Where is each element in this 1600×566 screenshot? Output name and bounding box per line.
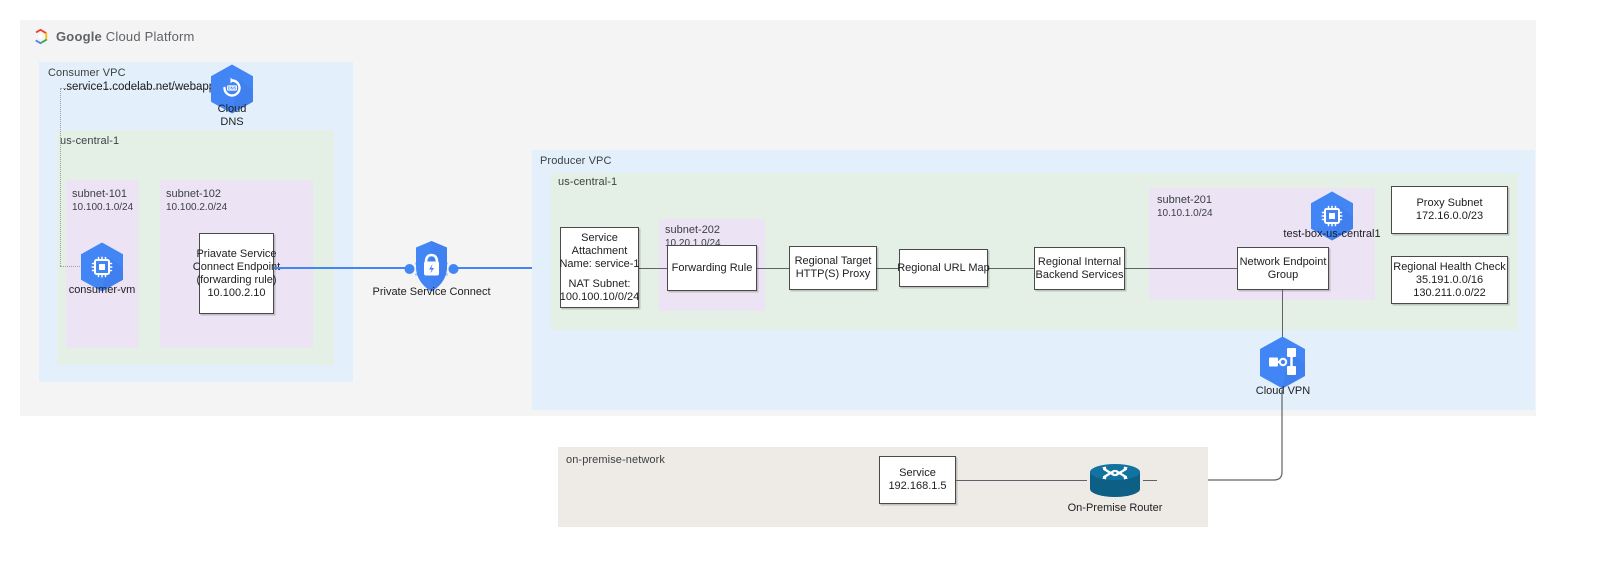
private-service-connect-caption: Private Service Connect [372, 286, 491, 298]
health-check-line2: 35.191.0.0/16 [1415, 273, 1484, 286]
onprem-service-line1: Service [899, 467, 936, 479]
health-check-line1: Regional Health Check [1393, 260, 1506, 273]
on-premise-service-node: Service 192.168.1.5 [879, 456, 956, 504]
svg-text:DNS: DNS [228, 86, 237, 91]
network-endpoint-group-node: Network Endpoint Group [1237, 247, 1329, 290]
psc-connection-line-left [274, 267, 409, 269]
psc-endpoint-line1: Priavate Service [196, 247, 277, 260]
subnet-102-cidr: 10.100.2.0/24 [166, 202, 228, 213]
subnet-202-label: subnet-202 10.20.1.0/24 [665, 224, 721, 250]
psc-endpoint-line2: Connect Endpoint [192, 260, 281, 273]
brand-text: Google Cloud Platform [56, 29, 195, 44]
regional-url-map-node: Regional URL Map [897, 249, 990, 287]
test-box-caption: test-box-us-central1 [1283, 228, 1381, 240]
private-service-connect-icon [403, 238, 460, 296]
subnet-202-name: subnet-202 [665, 224, 721, 236]
line-neg-to-cloud-vpn [1282, 290, 1283, 338]
subnet-201-label: subnet-201 10.10.1.0/24 [1157, 194, 1213, 220]
service-attachment-line1: Service [581, 231, 618, 244]
line-service-to-router [956, 480, 1087, 481]
regional-target-https-proxy-node: Regional Target HTTP(S) Proxy [789, 246, 877, 290]
dns-resolution-path-to-vm [60, 266, 82, 267]
backend-services-line1: Regional Internal [1037, 255, 1122, 268]
service-attachment-line2: Attachment [571, 244, 628, 257]
producer-vpc-label: Producer VPC [540, 155, 612, 167]
url-map-line1: Regional URL Map [897, 261, 990, 274]
forwarding-rule-node: Forwarding Rule [667, 245, 757, 291]
service-attachment-node: Service Attachment Name: service-1 NAT S… [559, 227, 640, 308]
on-premise-router-icon [1086, 461, 1144, 499]
line-proxy-to-urlmap [877, 268, 899, 269]
test-box-vm-icon [1309, 190, 1355, 242]
target-proxy-line2: HTTP(S) Proxy [795, 268, 871, 280]
subnet-101-name: subnet-101 [72, 188, 128, 200]
regional-internal-backend-services-node: Regional Internal Backend Services [1034, 247, 1125, 290]
neg-line2: Group [1267, 268, 1299, 281]
on-premise-router-caption: On-Premise Router [1067, 502, 1163, 514]
service-attachment-line3: Name: service-1 [559, 257, 640, 270]
health-check-line3: 130.211.0.0/22 [1413, 286, 1486, 299]
proxy-subnet-line2: 172.16.0.0/23 [1415, 210, 1484, 222]
brand-google: Google [56, 29, 102, 44]
on-premise-network-label: on-premise-network [566, 454, 666, 466]
subnet-202-cidr: 10.20.1.0/24 [665, 238, 721, 249]
dns-url-label: .service1.codelab.net/webapp [63, 81, 216, 93]
line-forwarding-to-proxy [757, 268, 789, 269]
subnet-101-label: subnet-101 10.100.1.0/24 [72, 188, 133, 214]
consumer-vpc-label: Consumer VPC [48, 67, 126, 79]
compute-engine-vm-icon [79, 241, 125, 293]
subnet-101-cidr: 10.100.1.0/24 [72, 202, 134, 213]
subnet-201-name: subnet-201 [1157, 194, 1213, 206]
backend-services-line2: Backend Services [1035, 268, 1124, 281]
gcp-brand-header: Google Cloud Platform [32, 28, 195, 45]
cloud-dns-icon: DNS [209, 63, 255, 115]
consumer-region-label: us-central-1 [60, 135, 120, 147]
line-attachment-to-forwarding [639, 268, 667, 269]
subnet-102-label: subnet-102 10.100.2.0/24 [166, 188, 227, 214]
line-cloud-vpn-to-onprem-router [1140, 390, 1292, 490]
neg-line1: Network Endpoint [1239, 255, 1327, 268]
cloud-vpn-icon [1257, 335, 1308, 390]
dns-resolution-path-to-dns [60, 88, 212, 89]
google-cloud-platform-logo-icon [32, 28, 49, 45]
cloud-dns-caption-line1: Cloud [217, 103, 247, 115]
service-attachment-line4: NAT Subnet: [568, 277, 631, 290]
psc-endpoint-line3: (forwarding rule) [196, 273, 277, 286]
cloud-dns-caption-line2: DNS [220, 116, 244, 128]
proxy-subnet-node: Proxy Subnet 172.16.0.0/23 [1391, 186, 1508, 234]
target-proxy-line1: Regional Target [794, 255, 872, 267]
line-backend-to-neg [1125, 268, 1237, 269]
subnet-102-name: subnet-102 [166, 188, 222, 200]
private-service-connect-endpoint-node: Priavate Service Connect Endpoint (forwa… [193, 233, 280, 314]
consumer-vm-caption: consumer-vm [68, 284, 136, 296]
regional-health-check-node: Regional Health Check 35.191.0.0/16 130.… [1391, 256, 1508, 304]
brand-cloud-platform: Cloud Platform [105, 29, 195, 44]
onprem-service-line2: 192.168.1.5 [888, 480, 947, 492]
service-attachment-line5: 100.100.10/0/24 [559, 290, 640, 303]
producer-region-label: us-central-1 [558, 176, 618, 188]
psc-connection-line-right [452, 267, 560, 269]
dns-resolution-path-vertical [60, 88, 61, 266]
cloud-dns-caption: Cloud DNS [192, 103, 272, 129]
cloud-vpn-caption: Cloud VPN [1255, 385, 1311, 397]
line-urlmap-to-backend [988, 268, 1034, 269]
subnet-201-cidr: 10.10.1.0/24 [1157, 208, 1213, 219]
psc-endpoint-line4: 10.100.2.10 [207, 286, 266, 299]
line-router-to-vpn-leg [1143, 480, 1157, 481]
proxy-subnet-line1: Proxy Subnet [1416, 197, 1483, 209]
forwarding-rule-line1: Forwarding Rule [671, 261, 753, 274]
